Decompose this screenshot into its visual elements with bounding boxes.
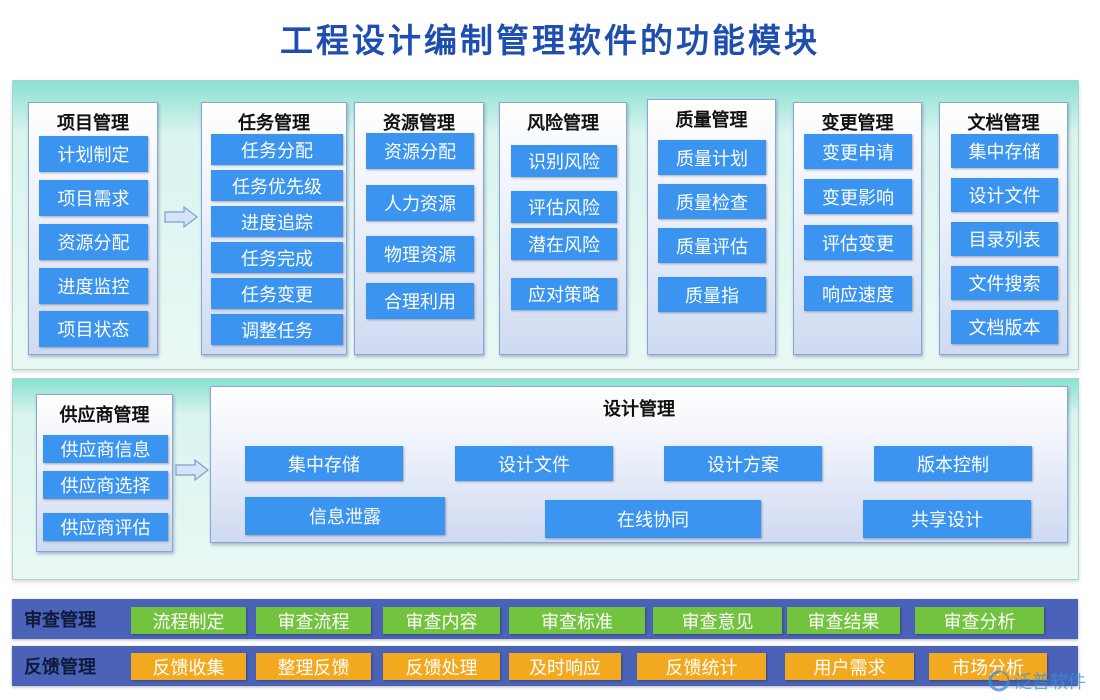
module-item: 评估风险 (511, 191, 617, 223)
module-item: 版本控制 (874, 446, 1032, 481)
module-item: 资源分配 (39, 224, 148, 260)
module-project: 项目管理 计划制定 项目需求 资源分配 进度监控 项目状态 (28, 102, 158, 355)
module-item: 供应商信息 (43, 435, 168, 463)
module-item: 供应商选择 (43, 471, 168, 499)
feedback-item: 反馈统计 (637, 653, 766, 680)
module-item: 集中存储 (245, 446, 403, 481)
module-item: 项目状态 (39, 311, 148, 347)
module-title: 变更管理 (821, 113, 894, 134)
diagram-title: 工程设计编制管理软件的功能模块 (280, 21, 820, 60)
module-item: 潜在风险 (511, 228, 617, 260)
module-title: 供应商管理 (59, 405, 150, 426)
module-item: 合理利用 (366, 283, 474, 319)
module-item: 质量评估 (658, 228, 766, 263)
module-item: 任务分配 (211, 134, 343, 165)
module-item: 变更影响 (804, 179, 912, 214)
review-item: 审查分析 (915, 607, 1044, 634)
module-item: 评估变更 (804, 225, 912, 260)
module-item: 项目需求 (39, 180, 148, 216)
module-title: 设计管理 (603, 399, 675, 420)
module-item: 进度追踪 (211, 206, 343, 237)
module-item: 调整任务 (211, 314, 343, 345)
module-item: 在线协同 (545, 500, 761, 538)
watermark-text: 泛普软件 (1014, 672, 1086, 693)
review-item: 审查结果 (787, 607, 900, 634)
module-item: 设计文件 (455, 446, 613, 481)
module-item: 响应速度 (804, 276, 912, 311)
module-item: 供应商评估 (43, 513, 168, 541)
module-item: 任务优先级 (211, 170, 343, 201)
module-item: 人力资源 (366, 185, 474, 221)
feedback-item: 反馈处理 (383, 653, 500, 680)
flow-arrow-icon (164, 206, 198, 228)
feedback-label: 反馈管理 (24, 657, 96, 678)
review-item: 流程制定 (131, 607, 246, 634)
flow-arrow-icon (175, 459, 209, 481)
module-item: 文档版本 (951, 310, 1058, 344)
module-item: 变更申请 (804, 134, 912, 169)
review-item: 审查标准 (509, 607, 645, 634)
module-task: 任务管理 任务分配 任务优先级 进度追踪 任务完成 任务变更 调整任务 (201, 102, 347, 355)
module-item: 目录列表 (951, 222, 1058, 256)
module-item: 质量计划 (658, 140, 766, 175)
module-risk: 风险管理 识别风险 评估风险 潜在风险 应对策略 (499, 102, 627, 355)
module-title: 任务管理 (238, 113, 310, 134)
module-supplier: 供应商管理 供应商信息 供应商选择 供应商评估 (36, 394, 173, 552)
module-item: 设计文件 (951, 178, 1058, 212)
feedback-item: 整理反馈 (256, 653, 371, 680)
module-change: 变更管理 变更申请 变更影响 评估变更 响应速度 (793, 102, 922, 355)
feedback-item: 反馈收集 (131, 653, 246, 680)
module-item: 共享设计 (863, 500, 1031, 538)
module-item: 任务变更 (211, 278, 343, 309)
review-band: 审查管理 流程制定 审查流程 审查内容 审查标准 审查意见 审查结果 审查分析 (12, 599, 1078, 639)
module-item: 文件搜索 (951, 266, 1058, 300)
module-item: 计划制定 (39, 136, 148, 172)
module-title: 资源管理 (383, 113, 455, 134)
module-item: 识别风险 (511, 145, 617, 177)
feedback-band: 反馈管理 反馈收集 整理反馈 反馈处理 及时响应 反馈统计 用户需求 市场分析 (12, 646, 1078, 686)
module-item: 集中存储 (951, 134, 1058, 168)
fanpu-logo-icon (988, 670, 1010, 692)
review-item: 审查流程 (256, 607, 371, 634)
module-resource: 资源管理 资源分配 人力资源 物理资源 合理利用 (354, 102, 484, 355)
watermark: 泛普软件 (988, 668, 1086, 694)
review-label: 审查管理 (24, 610, 96, 631)
module-title: 质量管理 (675, 110, 748, 131)
module-quality: 质量管理 质量计划 质量检查 质量评估 质量指 (647, 99, 776, 355)
module-item: 应对策略 (511, 278, 617, 310)
module-item: 质量指 (658, 277, 766, 312)
module-design: 设计管理 集中存储 设计文件 设计方案 版本控制 信息泄露 在线协同 共享设计 (210, 386, 1068, 543)
module-item: 物理资源 (366, 236, 474, 272)
module-title: 文档管理 (967, 113, 1040, 134)
module-item: 信息泄露 (245, 497, 445, 535)
feedback-item: 用户需求 (785, 653, 914, 680)
module-item: 资源分配 (366, 133, 474, 169)
module-title: 风险管理 (527, 113, 599, 134)
module-title: 项目管理 (57, 113, 129, 134)
module-document: 文档管理 集中存储 设计文件 目录列表 文件搜索 文档版本 (939, 102, 1068, 355)
module-item: 设计方案 (664, 446, 822, 481)
review-item: 审查意见 (653, 607, 782, 634)
module-item: 质量检查 (658, 184, 766, 219)
review-item: 审查内容 (383, 607, 500, 634)
module-item: 任务完成 (211, 242, 343, 273)
module-item: 进度监控 (39, 268, 148, 304)
feedback-item: 及时响应 (509, 653, 621, 680)
